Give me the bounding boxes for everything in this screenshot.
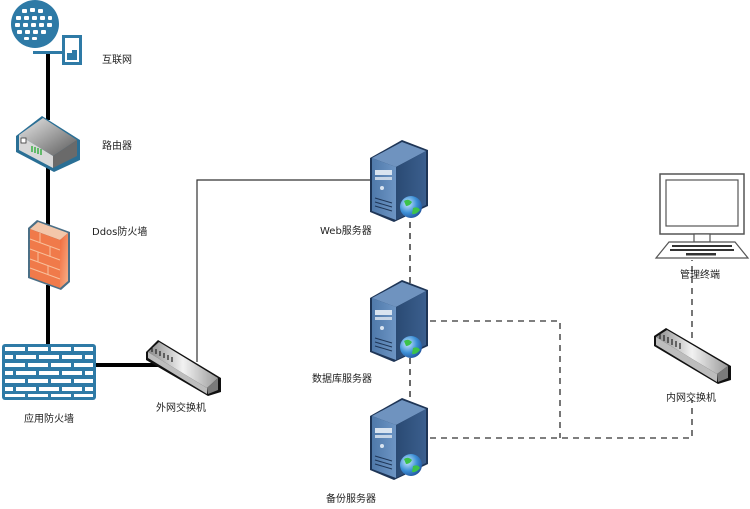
- management-terminal-icon[interactable]: [654, 173, 750, 259]
- external-switch-label: 外网交换机: [156, 403, 206, 414]
- globe-badge-icon: [400, 196, 422, 218]
- management-terminal-label: 管理终端: [680, 270, 720, 281]
- edge-extswitch-web: [196, 179, 372, 362]
- database-server-icon[interactable]: [370, 280, 428, 362]
- internet-label: 互联网: [102, 55, 132, 66]
- database-server-label: 数据库服务器: [312, 374, 372, 385]
- globe-badge-icon: [400, 454, 422, 476]
- web-server-icon[interactable]: [370, 140, 428, 222]
- backup-server-icon[interactable]: [370, 398, 428, 480]
- web-server-label: Web服务器: [320, 226, 372, 237]
- internet-globe-icon[interactable]: [11, 0, 82, 65]
- external-switch-icon[interactable]: [146, 340, 221, 396]
- internal-switch-icon[interactable]: [654, 328, 731, 384]
- router-icon[interactable]: [16, 116, 80, 172]
- edge-backup-intswitch: [430, 400, 693, 439]
- app-firewall-label: 应用防火墙: [24, 414, 74, 425]
- app-firewall-icon[interactable]: [2, 344, 96, 400]
- internal-switch-label: 内网交换机: [666, 393, 716, 404]
- ddos-firewall-label: Ddos防火墙: [92, 227, 148, 238]
- ddos-firewall-icon[interactable]: [28, 220, 70, 290]
- edge-db-intswitch: [430, 320, 561, 438]
- router-label: 路由器: [102, 141, 132, 152]
- backup-server-label: 备份服务器: [326, 494, 376, 505]
- globe-badge-icon: [400, 336, 422, 358]
